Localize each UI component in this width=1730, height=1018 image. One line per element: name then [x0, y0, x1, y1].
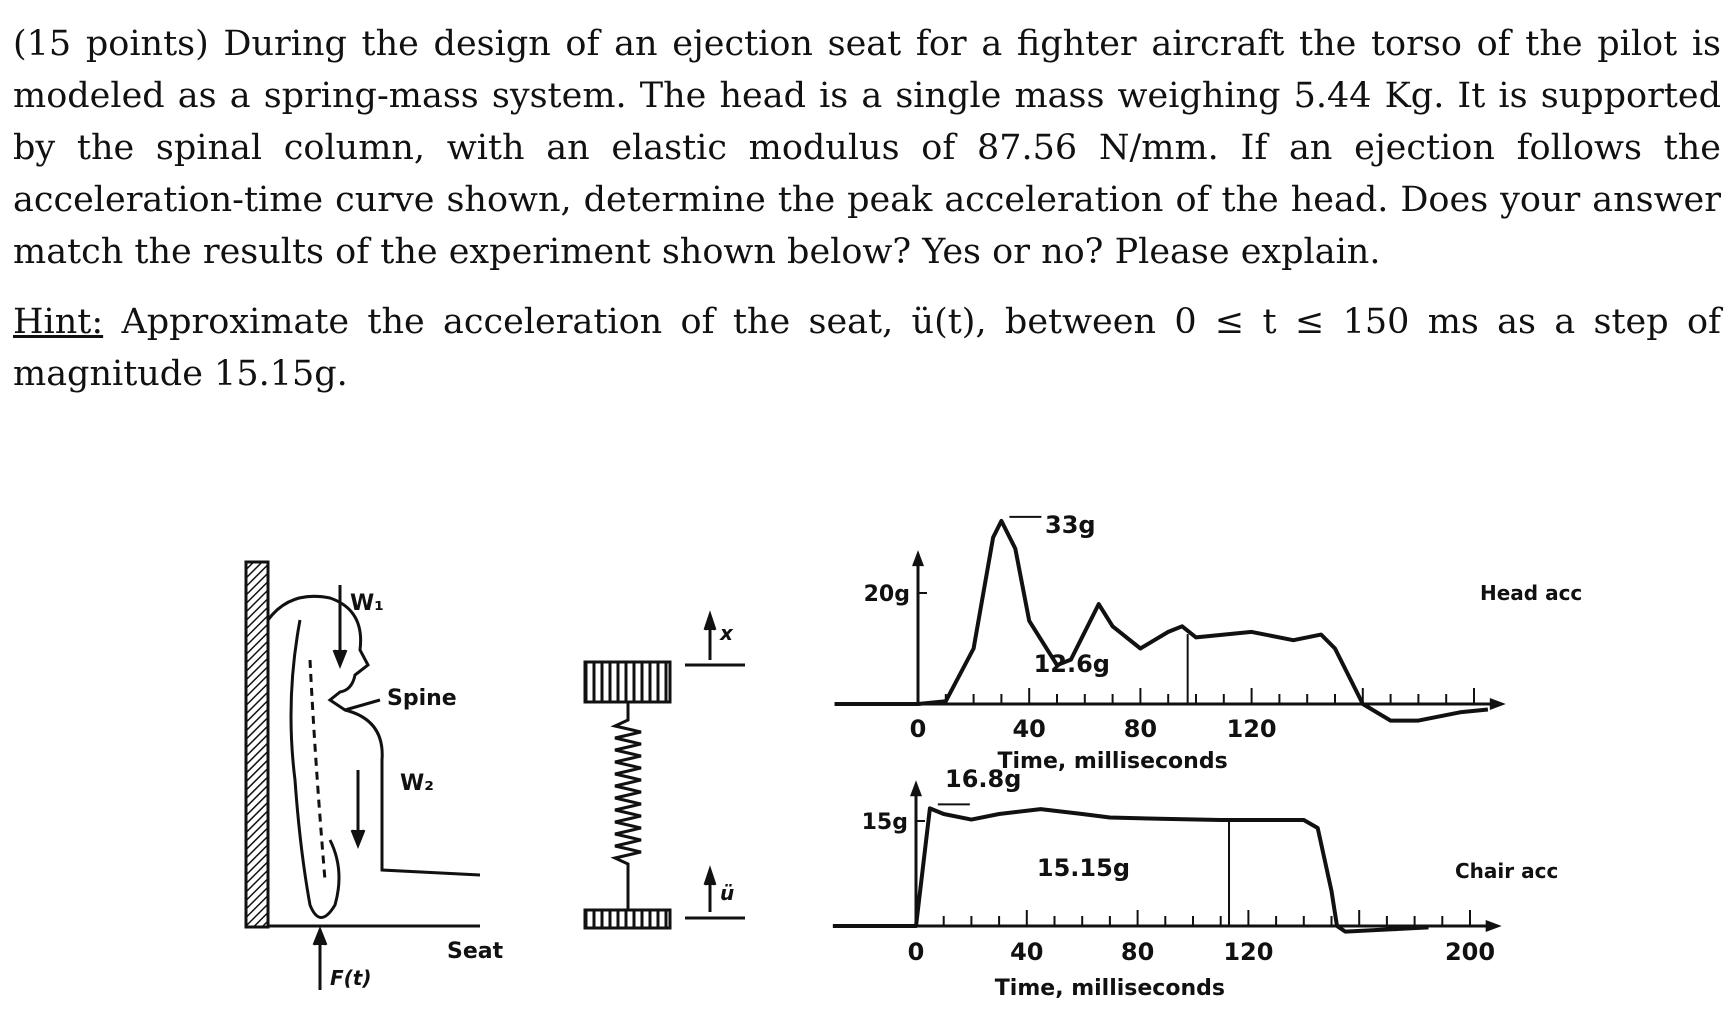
w1-label: W₁ [350, 591, 384, 616]
x-axis-label: Time, milliseconds [998, 749, 1228, 774]
series-label: Head acc [1480, 581, 1582, 605]
x-axis-arrow [1485, 920, 1502, 932]
x-tick-label: 0 [908, 938, 925, 966]
problem-statement: (15 points) During the design of an ejec… [13, 24, 1721, 272]
annotation: 15.15g [1037, 854, 1130, 882]
x-tick-label: 120 [1223, 938, 1273, 966]
spine-label: Spine [387, 686, 457, 711]
x-tick-label: 200 [1445, 938, 1495, 966]
spine-path [289, 619, 341, 919]
x-tick-label: 0 [910, 715, 927, 743]
u-label: ü [720, 881, 734, 905]
head-mass [583, 660, 672, 704]
x-axis-arrow [1489, 698, 1506, 710]
x-tick-label: 80 [1121, 938, 1154, 966]
x-label: x [719, 621, 734, 645]
y-tick-label: 15g [862, 810, 908, 835]
y-axis-arrow [912, 550, 924, 567]
hint: Hint: Approximate the acceleration of th… [13, 296, 1721, 400]
series-line [832, 806, 1429, 934]
y-axis-arrow [910, 780, 922, 797]
seat-label: Seat [447, 939, 504, 964]
annotation: 33g [1045, 511, 1096, 539]
x-tick-label: 40 [1012, 715, 1045, 743]
force-label: F(t) [330, 966, 372, 990]
hint-label: Hint: [13, 302, 104, 342]
annotation: 16.8g [945, 765, 1021, 793]
pilot-diagram [244, 560, 481, 990]
wall [244, 560, 270, 929]
seat-base [583, 908, 672, 930]
w2-label: W₂ [400, 771, 434, 796]
y-tick-label: 20g [864, 582, 910, 607]
hint-text: Approximate the acceleration of the seat… [13, 302, 1721, 394]
pilot-outline [266, 594, 481, 877]
series-label: Chair acc [1455, 859, 1558, 883]
annotation: 12.6g [1034, 650, 1110, 678]
spring [610, 702, 642, 890]
x-tick-label: 80 [1124, 715, 1157, 743]
series-line [834, 518, 1489, 723]
x-axis-label: Time, milliseconds [995, 976, 1225, 1001]
spring-mass-model [583, 610, 745, 930]
x-tick-label: 40 [1010, 938, 1043, 966]
x-tick-label: 120 [1227, 715, 1277, 743]
